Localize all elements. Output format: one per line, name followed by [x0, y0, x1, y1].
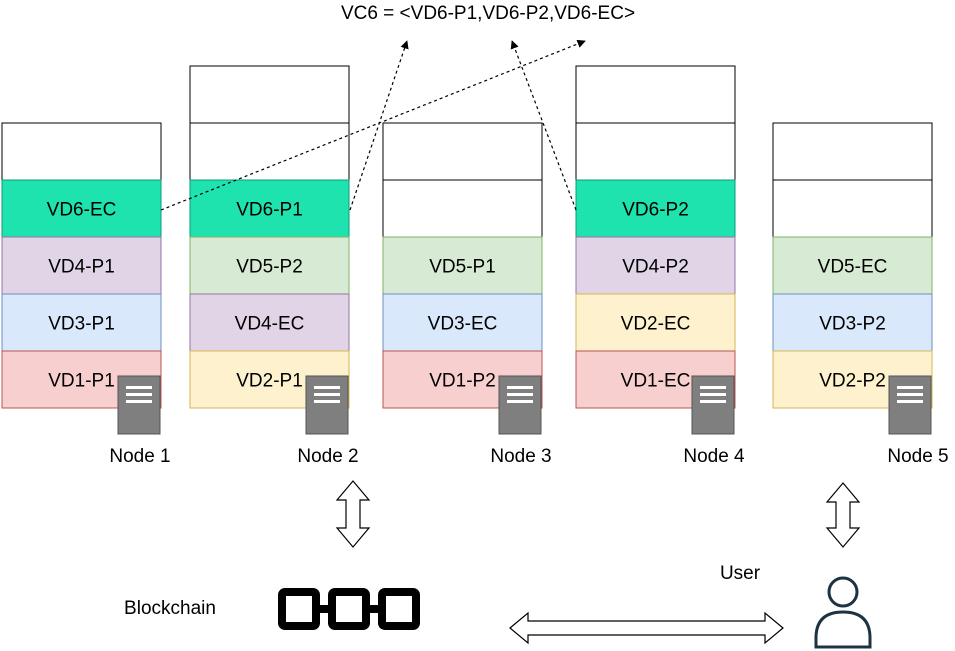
node-label-3: Node 3	[490, 446, 551, 467]
link-vd6-p2	[510, 40, 577, 211]
server-icon	[888, 375, 932, 435]
block-vd3-ec	[382, 293, 543, 352]
node-label-5: Node 5	[887, 446, 948, 467]
block-label: VD3-EC	[428, 314, 498, 335]
vc6-formula: VC6 = <VD6-P1,VD6-P2,VD6-EC>	[341, 3, 635, 24]
block-vd4-p1	[1, 236, 162, 295]
block-label: VD5-P2	[236, 257, 303, 278]
block-label: VD1-P1	[48, 371, 115, 392]
empty-slot	[772, 122, 933, 181]
double-arrow-node2-blockchain	[335, 480, 371, 548]
link-vd6-ec	[160, 39, 586, 211]
server-icon	[117, 375, 161, 435]
block-label: VD6-P2	[622, 200, 689, 221]
block-label: VD1-P2	[429, 371, 496, 392]
empty-slot	[382, 122, 543, 181]
empty-slot	[189, 65, 350, 124]
block-label: VD3-P2	[819, 314, 886, 335]
empty-slot	[1, 122, 162, 181]
node-label-1: Node 1	[109, 446, 170, 467]
block-vd5-p2	[189, 236, 350, 295]
server-icon	[498, 375, 542, 435]
block-label: VD2-EC	[621, 314, 691, 335]
double-arrow-blockchain-user	[509, 611, 784, 645]
block-label: VD4-P2	[622, 257, 689, 278]
node-label-2: Node 2	[297, 446, 358, 467]
block-vd3-p1	[1, 293, 162, 352]
double-arrow-node5-user	[825, 482, 861, 548]
empty-slot	[189, 122, 350, 181]
block-label: VD2-P2	[819, 371, 886, 392]
empty-slot	[382, 179, 543, 238]
node-columns: VD6-ECVD4-P1VD3-P1VD1-P1VD6-P1VD5-P2VD4-…	[1, 65, 933, 435]
empty-slot	[772, 179, 933, 238]
user-label: User	[720, 563, 761, 584]
blockchain-label: Blockchain	[124, 598, 216, 619]
user-icon	[814, 576, 872, 649]
empty-slot	[575, 122, 736, 181]
server-icon	[305, 375, 349, 435]
block-vd4-p2	[575, 236, 736, 295]
block-label: VD5-P1	[429, 257, 496, 278]
block-label: VD2-P1	[236, 371, 303, 392]
vc6-links	[160, 39, 586, 211]
blockchain-chain-icon	[278, 588, 420, 630]
block-label: VD4-EC	[235, 314, 305, 335]
block-label: VD5-EC	[818, 257, 888, 278]
block-vd3-p2	[772, 293, 933, 352]
block-vd6-ec	[1, 179, 162, 238]
block-label: VD3-P1	[48, 314, 115, 335]
node-label-4: Node 4	[683, 446, 745, 467]
block-label: VD4-P1	[48, 257, 115, 278]
empty-slot	[575, 65, 736, 124]
block-vd2-ec	[575, 293, 736, 352]
block-label: VD1-EC	[621, 371, 691, 392]
block-label: VD6-P1	[236, 200, 303, 221]
block-vd5-ec	[772, 236, 933, 295]
block-vd6-p2	[575, 179, 736, 238]
server-icon	[691, 375, 735, 435]
block-vd6-p1	[189, 179, 350, 238]
block-label: VD6-EC	[47, 200, 117, 221]
